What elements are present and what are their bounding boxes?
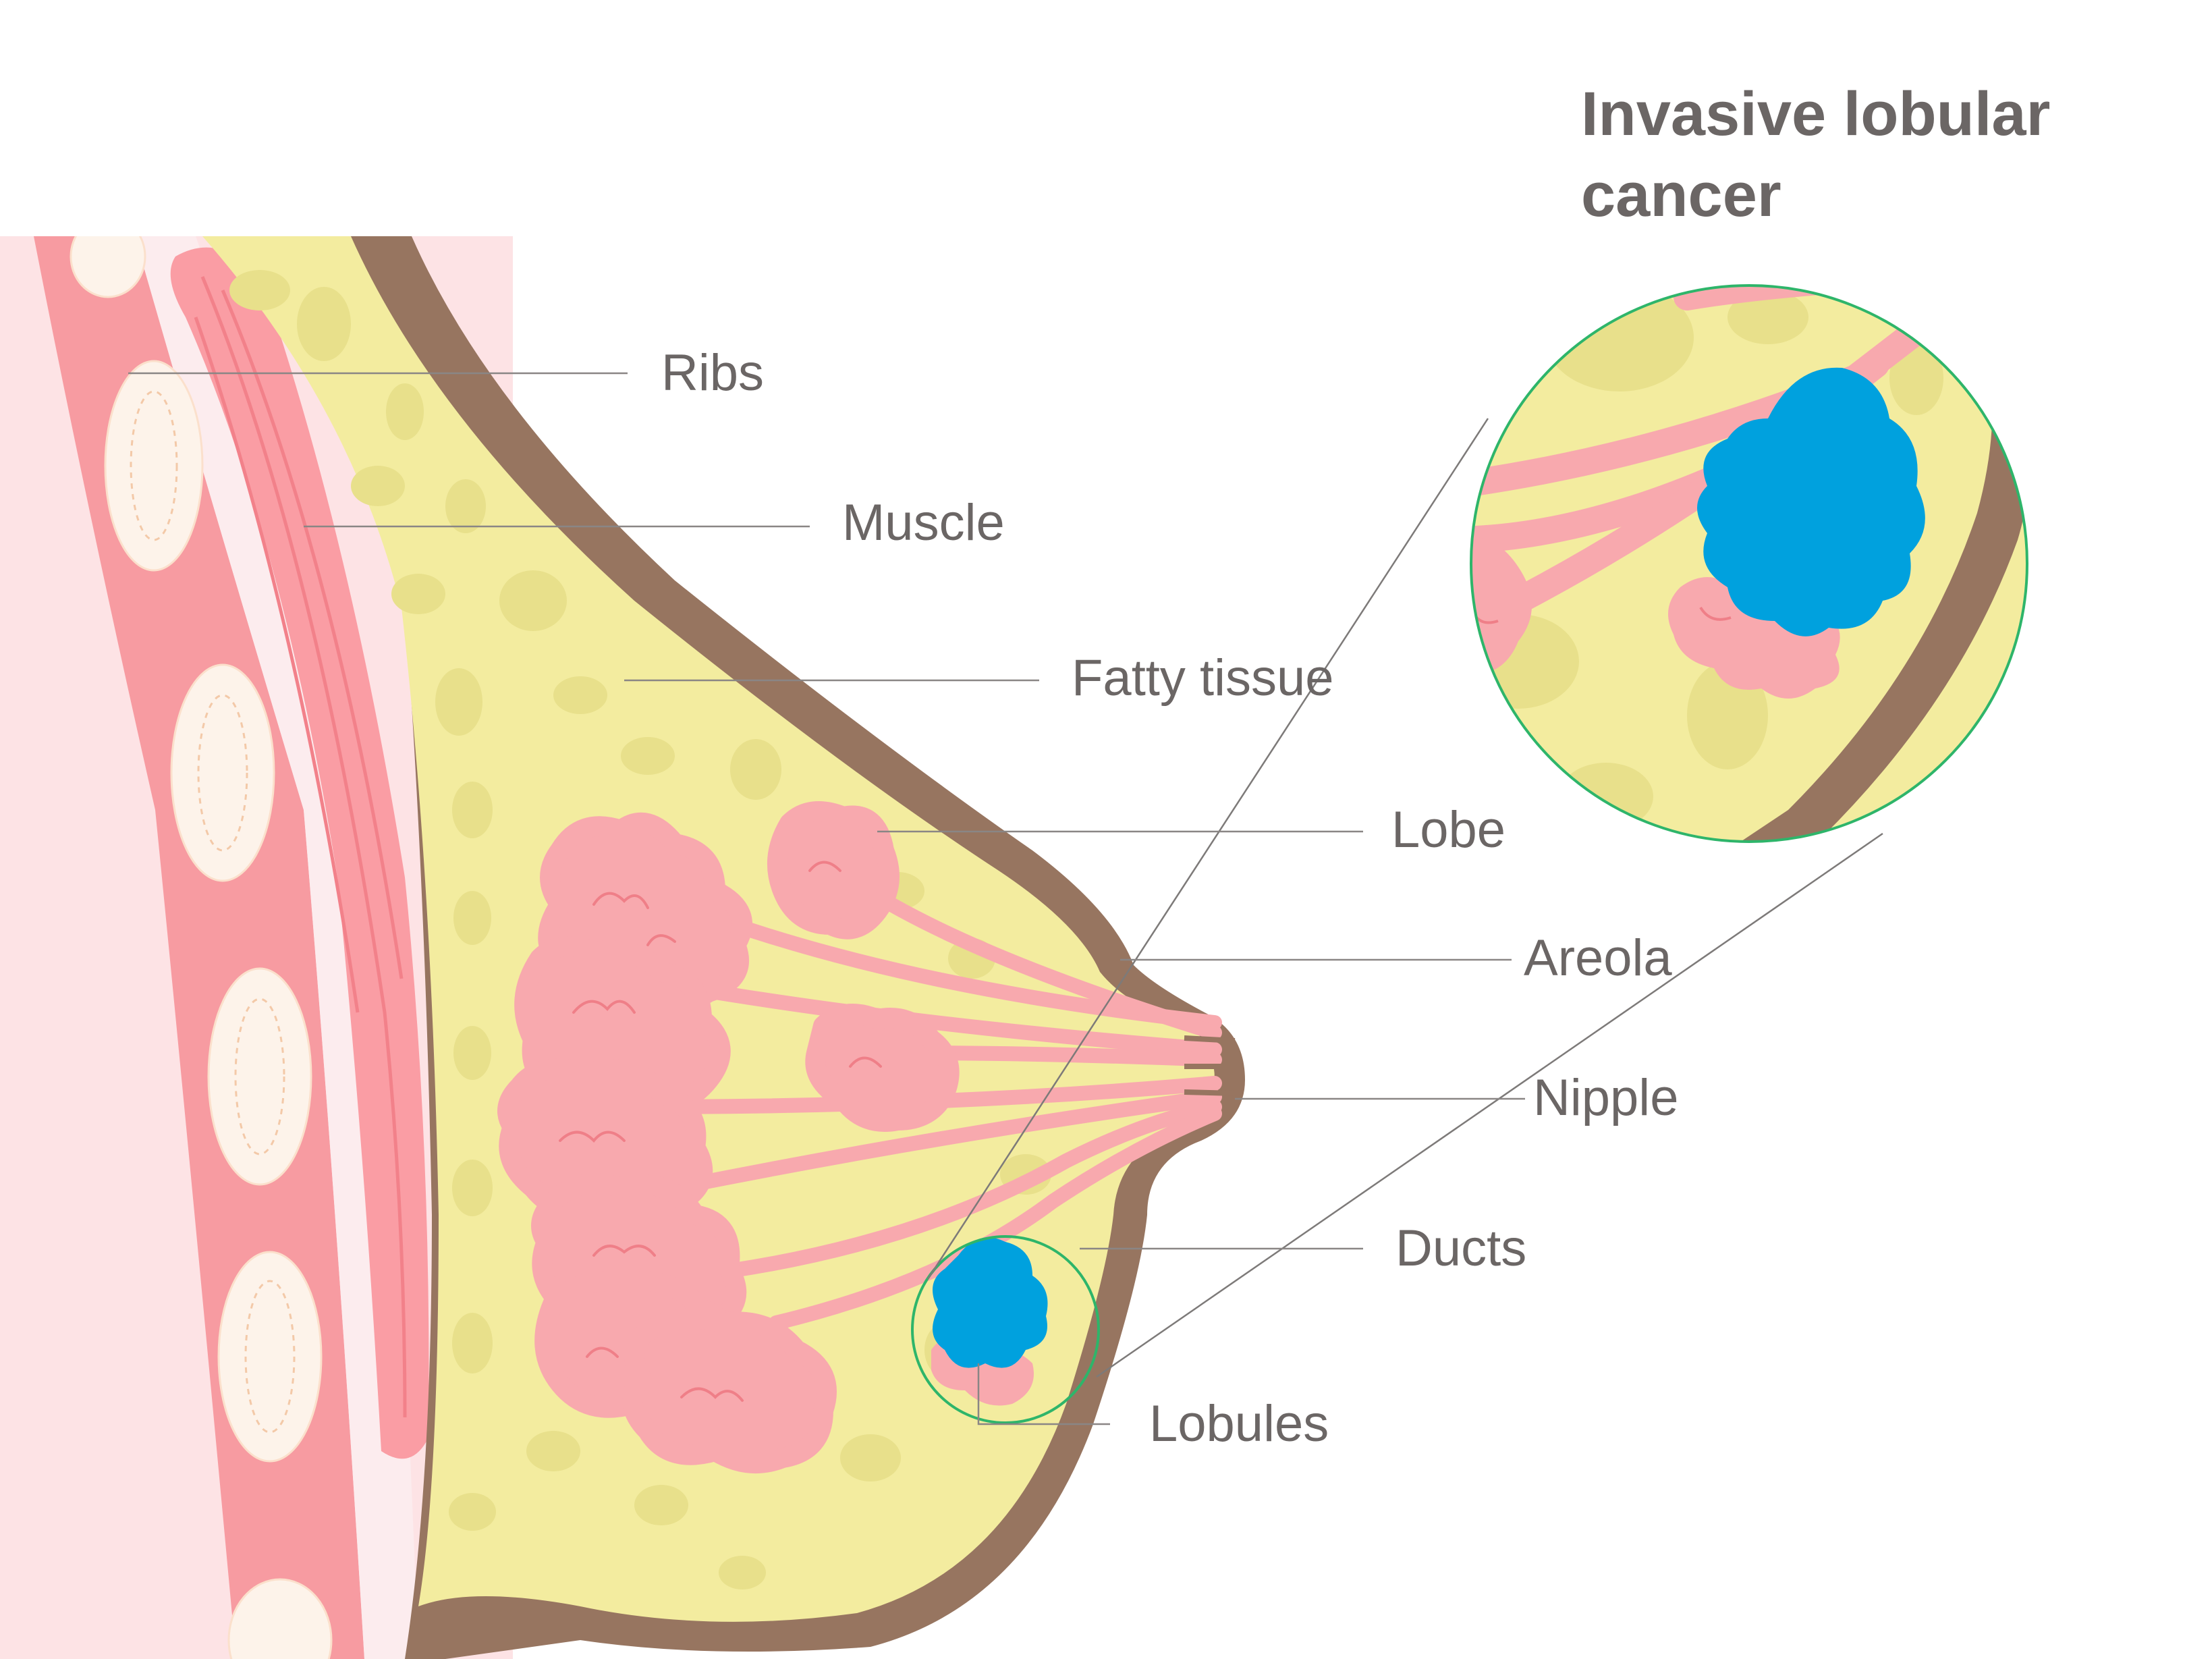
lobes xyxy=(497,801,960,1473)
duct xyxy=(688,1099,1222,1283)
magnified-view xyxy=(1470,284,2028,843)
pectoral-muscle xyxy=(170,247,429,1459)
zoom-connectors xyxy=(927,418,1883,1378)
lobe-lobule-outlines xyxy=(559,861,882,1402)
rib xyxy=(70,236,146,298)
leader-lines xyxy=(128,372,1525,1425)
lobe xyxy=(805,1004,960,1132)
rib xyxy=(170,663,275,882)
rib-marrow-lines xyxy=(130,390,296,1434)
small-zoom-ring xyxy=(911,1235,1100,1424)
label-ribs: Ribs xyxy=(661,344,764,402)
breast xyxy=(202,236,1245,1659)
nipple-openings xyxy=(1184,1035,1238,1096)
fat-globules xyxy=(229,270,1051,1589)
label-areola: Areola xyxy=(1524,929,1672,987)
label-lobe: Lobe xyxy=(1391,801,1505,859)
magnified-ring xyxy=(1470,284,2028,843)
zoom-tumor xyxy=(1697,367,1925,636)
rib xyxy=(217,1251,323,1463)
rib xyxy=(207,967,312,1186)
label-ducts: Ducts xyxy=(1395,1220,1526,1277)
small-tumor-lobule xyxy=(931,1237,1048,1406)
rib xyxy=(227,1578,333,1659)
rib xyxy=(104,360,204,572)
label-fatty-tissue: Fatty tissue xyxy=(1072,649,1334,707)
lobe xyxy=(767,801,900,940)
ribs xyxy=(70,236,333,1659)
label-muscle: Muscle xyxy=(842,494,1005,551)
label-nipple: Nipple xyxy=(1533,1069,1678,1126)
duct xyxy=(769,1106,1222,1330)
lobules-leader xyxy=(977,1363,1110,1425)
label-lobules: Lobules xyxy=(1149,1395,1329,1452)
title-line-1: Invasive lobular xyxy=(1581,80,2050,148)
pleura-strip xyxy=(135,236,418,1659)
small-tumor xyxy=(933,1237,1048,1368)
duct xyxy=(667,1089,1222,1195)
title-line-2: cancer xyxy=(1581,161,1781,229)
